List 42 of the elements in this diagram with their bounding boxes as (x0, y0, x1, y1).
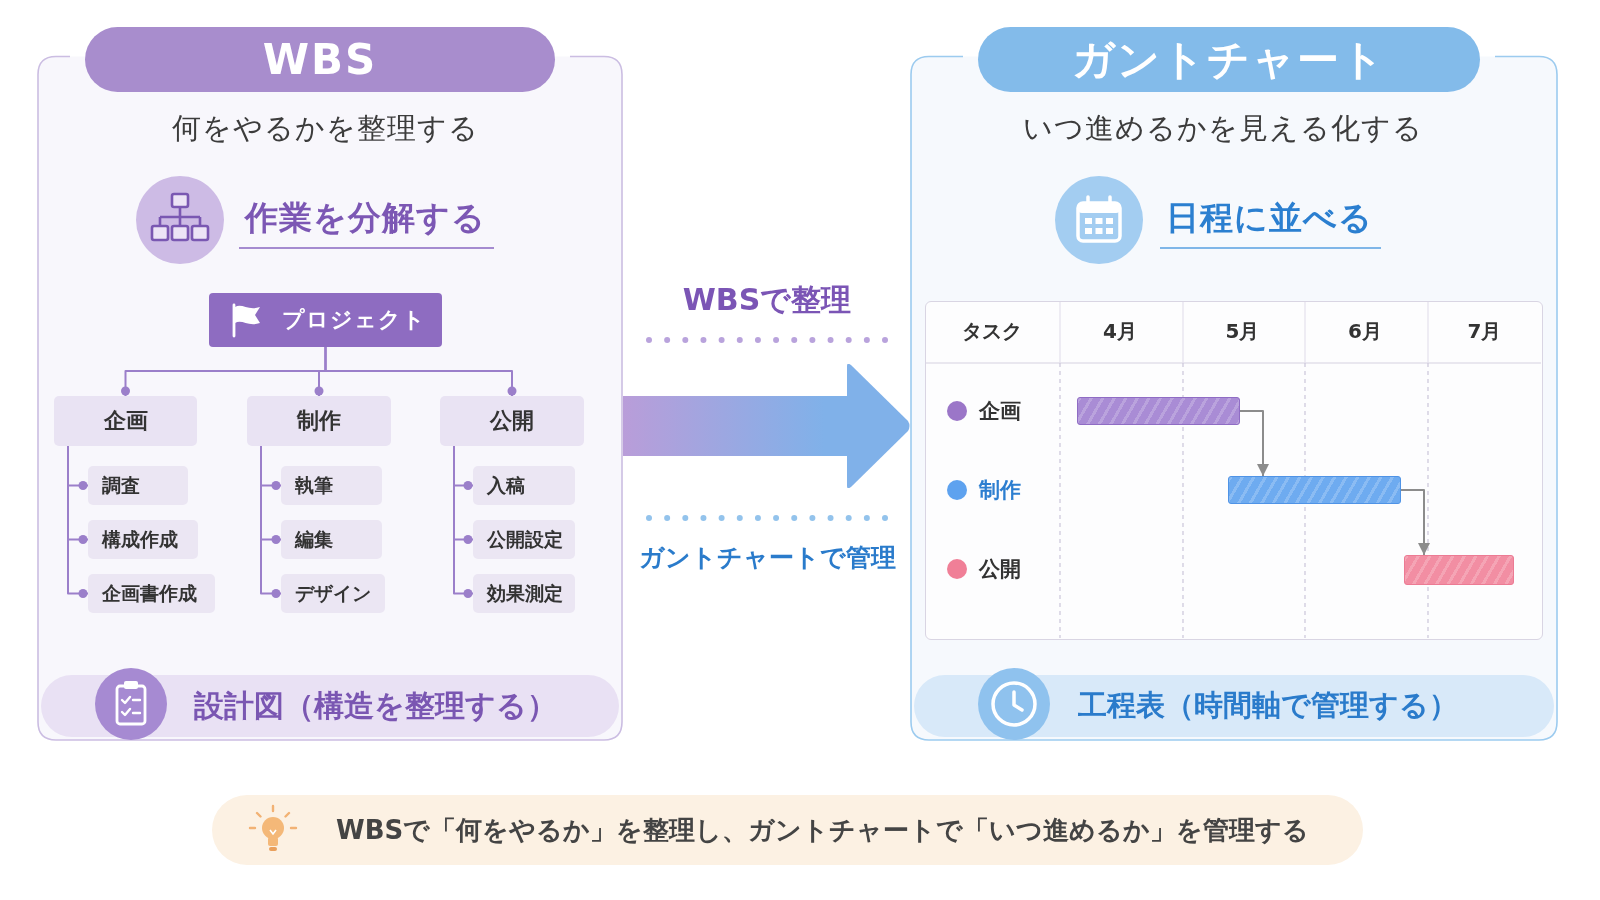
gantt-bar (1228, 476, 1401, 504)
tree-connector (67, 445, 89, 598)
tree-connector (453, 445, 474, 598)
tree-connector (324, 346, 517, 397)
section-heading: 作業を分解する (238, 195, 494, 249)
column-header: 6月 (1348, 317, 1382, 345)
arrow (1239, 410, 1269, 477)
task-box: デザイン (281, 574, 385, 613)
gantt-bar (1404, 555, 1514, 585)
panel (910, 27, 1558, 741)
gantt-bar (1077, 397, 1240, 425)
tree-connector (260, 445, 282, 598)
title-banner: ガントチャート (978, 27, 1480, 92)
column-header: タスク (961, 317, 1022, 345)
section-heading: 日程に並べる (1159, 195, 1381, 249)
task-box: 構成作成 (88, 520, 198, 559)
panel (37, 27, 623, 741)
category-box: 制作 (247, 396, 391, 446)
note-text: WBSで「何をやるか」を整理し、ガントチャートで「いつ進めるか」を管理する (336, 813, 1310, 847)
row-label: 公開 (978, 555, 1021, 583)
row-label: 制作 (978, 476, 1021, 504)
category-box: 公開 (440, 396, 584, 446)
arrow (1400, 489, 1430, 556)
title-banner: WBS (85, 27, 555, 92)
task-box: 効果測定 (473, 574, 575, 613)
task-box: 企画書作成 (88, 574, 215, 613)
task-box: 編集 (281, 520, 382, 559)
arrow-caption: ガントチャートで管理 (638, 541, 896, 574)
column-header: 7月 (1467, 317, 1502, 345)
subtitle: いつ進めるかを見える化する (1022, 110, 1423, 147)
category-box: 企画 (54, 396, 197, 446)
column-header: 4月 (1103, 317, 1137, 345)
task-box: 公開設定 (473, 520, 575, 559)
project-box (209, 293, 442, 347)
task-box: 執筆 (281, 466, 382, 505)
row-label: 企画 (978, 397, 1021, 425)
task-box: 調査 (88, 466, 188, 505)
task-box: 入稿 (473, 466, 575, 505)
column-header: 5月 (1225, 317, 1260, 345)
arrow-caption: WBSで整理 (682, 280, 852, 319)
subtitle: 何をやるかを整理する (171, 110, 479, 147)
node-label: プロジェクト (282, 306, 426, 334)
